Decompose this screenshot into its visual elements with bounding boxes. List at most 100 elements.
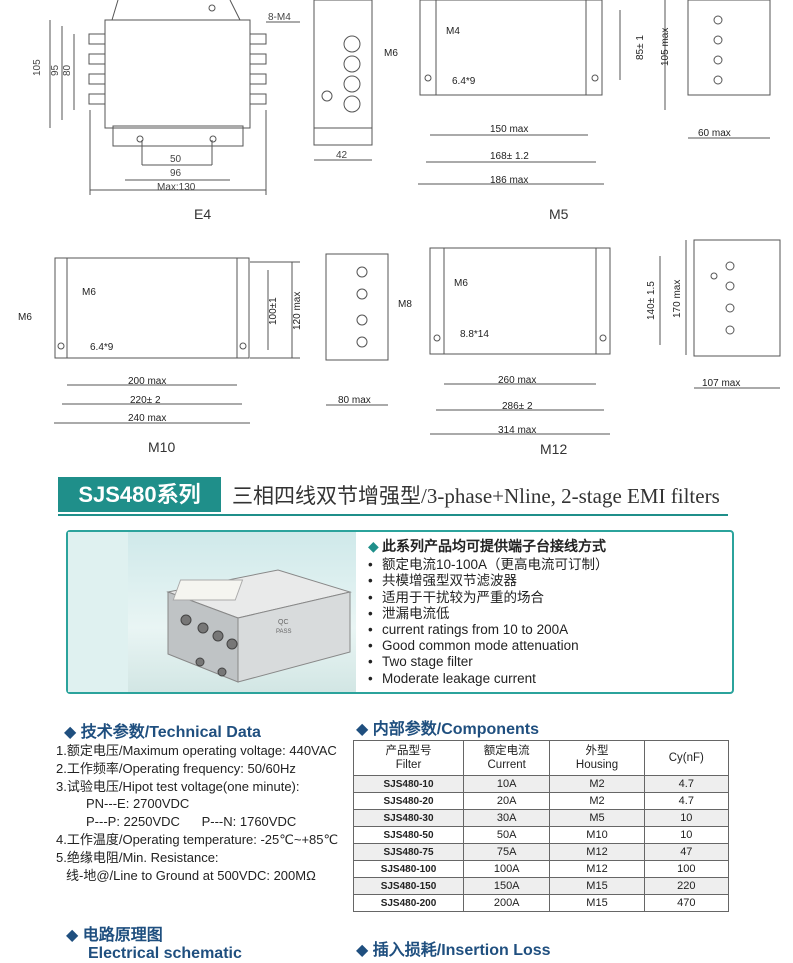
feature-list: ◆此系列产品均可提供端子台接线方式 • 额定电流10-100A（更高电流可订制） • 共… <box>368 538 609 687</box>
e4-left-terminals <box>88 33 106 105</box>
diamond-icon: ◆ <box>64 724 81 741</box>
feature-text: Good common mode attenuation <box>382 638 579 654</box>
table-cell: 10 <box>643 809 730 827</box>
bullet-icon: • <box>368 638 373 654</box>
table-cell: M15 <box>549 894 645 912</box>
m12-side-body <box>693 239 781 357</box>
table-cell: 50A <box>463 826 551 844</box>
table-cell: 4.7 <box>643 792 730 810</box>
m12-dim-m6: M6 <box>454 278 468 289</box>
feature-text: 共模增强型双节滤波器 <box>382 573 517 589</box>
schematic-section-title: ◆ 电路原理图 Electrical schematic <box>66 927 242 962</box>
series-title: 三相四线双节增强型/3-phase+Nline, 2-stage EMI fil… <box>232 484 720 508</box>
e4-dim-80: 80 <box>62 64 73 76</box>
pass-label: PASS <box>276 629 292 635</box>
m12-dim-314: 314 max <box>498 425 536 436</box>
table-cell: 30A <box>463 809 551 827</box>
m12-dim-hole: 8.8*14 <box>460 329 489 340</box>
table-cell: 200A <box>463 894 551 912</box>
e4-dim-8m4: 8-M4 <box>268 12 291 23</box>
table-cell: SJS480-30 <box>352 809 465 827</box>
table-cell: 4.7 <box>643 775 730 793</box>
bullet-icon: • <box>368 670 373 686</box>
feature-item: • 共模增强型双节滤波器 <box>368 573 609 589</box>
m5-dim-150: 150 max <box>490 124 528 135</box>
tech-line-4: PN---E: 2700VDC <box>86 796 190 812</box>
feature-text: 此系列产品均可提供端子台接线方式 <box>382 538 606 554</box>
tech-data: 1.额定电压/Maximum operating voltage: 440VAC… <box>56 742 338 884</box>
feature-text: 额定电流10-100A（更高电流可订制） <box>382 557 609 573</box>
table-cell: SJS480-100 <box>352 860 465 878</box>
e4-dim-105: 105 <box>32 59 43 76</box>
table-cell: SJS480-75 <box>352 843 465 861</box>
table-cell: M2 <box>549 792 645 810</box>
m5-dim-186: 186 max <box>490 175 528 186</box>
m10-dim-220: 220± 2 <box>130 395 161 406</box>
m5-dim-85: 85± 1 <box>635 35 646 60</box>
m12-label: M12 <box>540 441 567 457</box>
feature-item: •Two stage filter <box>368 654 609 670</box>
table-cell: SJS480-20 <box>352 792 465 810</box>
feature-item: •泄漏电流低 <box>368 606 609 622</box>
table-cell: SJS480-10 <box>352 775 465 793</box>
table-cell: M12 <box>549 860 645 878</box>
m10-side-body <box>325 253 389 361</box>
table-cell: 220 <box>643 877 730 895</box>
m12-dim-286: 286± 2 <box>502 401 533 412</box>
feature-text: Two stage filter <box>382 654 473 670</box>
table-cell: 10A <box>463 775 551 793</box>
m10-dim-100: 100±1 <box>268 297 279 325</box>
diamond-icon: ◆ <box>66 927 83 944</box>
feature-text: 适用于干扰较为严重的场合 <box>382 589 544 605</box>
m12-dim-170: 170 max <box>672 280 683 318</box>
tech-line-7: 5.绝缘电阻/Min. Resistance: <box>56 849 219 865</box>
e4-label: E4 <box>194 206 211 222</box>
feature-item: • 额定电流10-100A（更高电流可订制） <box>368 557 609 573</box>
qc-label: QC <box>278 619 289 626</box>
e4-dim-96: 96 <box>170 168 182 179</box>
m12-dim-m8: M8 <box>398 299 412 310</box>
tech-line-6: 4.工作温度/Operating temperature: -25℃~+85℃ <box>56 831 339 847</box>
series-name: SJS480系列 <box>58 477 221 512</box>
bullet-icon: • <box>368 573 373 589</box>
table-cell: SJS480-150 <box>352 877 465 895</box>
header-cy: Cy(nF) <box>643 740 730 776</box>
m5-dim-168: 168± 1.2 <box>490 151 529 162</box>
table-cell: 10 <box>643 826 730 844</box>
m5-dim-m4: M4 <box>446 26 460 37</box>
feature-item: •current ratings from 10 to 200A <box>368 622 609 638</box>
tech-line-8: 线-地@/Line to Ground at 500VDC: 200MΩ <box>66 867 316 883</box>
feature-item: ◆此系列产品均可提供端子台接线方式 <box>368 538 609 554</box>
product-photo: QC PASS <box>128 532 356 692</box>
tech-line-1: 1.额定电压/Maximum operating voltage: 440VAC <box>56 743 337 758</box>
series-banner: SJS480系列 三相四线双节增强型/3-phase+Nline, 2-stag… <box>0 468 793 520</box>
table-cell: M12 <box>549 843 645 861</box>
table-cell: M15 <box>549 877 645 895</box>
e4-dim-42: 42 <box>336 150 348 161</box>
table-cell: 100 <box>643 860 730 878</box>
table-cell: 20A <box>463 792 551 810</box>
insertion-section-title: ◆ 插入损耗/Insertion Loss <box>356 942 551 959</box>
m10-dim-m6b: M6 <box>18 312 32 323</box>
components-section-title: ◆ 内部参数/Components <box>356 721 539 738</box>
m10-dim-hole: 6.4*9 <box>90 342 114 353</box>
e4-right-terminals <box>249 33 267 105</box>
tech-line-2: 2.工作频率/Operating frequency: 50/60Hz <box>56 760 296 776</box>
bullet-icon: • <box>368 589 373 605</box>
m10-dim-240: 240 max <box>128 413 166 424</box>
diamond-icon: ◆ <box>356 721 373 738</box>
tech-section-title: ◆ 技术参数/Technical Data <box>64 724 261 741</box>
table-cell: M10 <box>549 826 645 844</box>
bullet-icon: • <box>368 557 373 573</box>
